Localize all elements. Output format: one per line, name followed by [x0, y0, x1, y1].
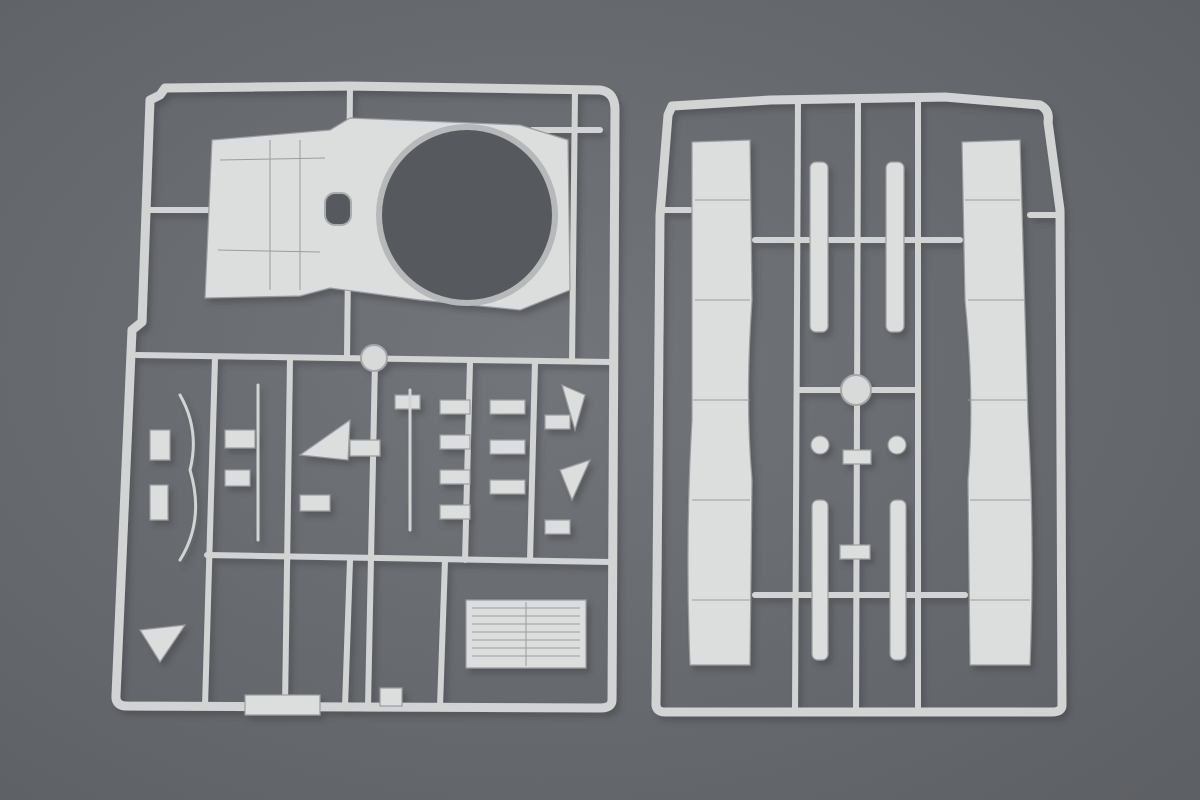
left-fender-part — [687, 139, 753, 666]
bar-parts — [809, 161, 907, 661]
sprue-hub — [840, 374, 872, 406]
left-sprue-frame — [111, 81, 620, 716]
small-parts-cluster — [138, 383, 592, 664]
sprue-hub — [360, 344, 388, 372]
right-sprue-frame — [651, 92, 1067, 717]
grille-part — [465, 599, 587, 669]
hatch-opening — [324, 192, 352, 226]
turret-ring-hole — [376, 124, 558, 306]
right-fender-part — [961, 139, 1033, 666]
